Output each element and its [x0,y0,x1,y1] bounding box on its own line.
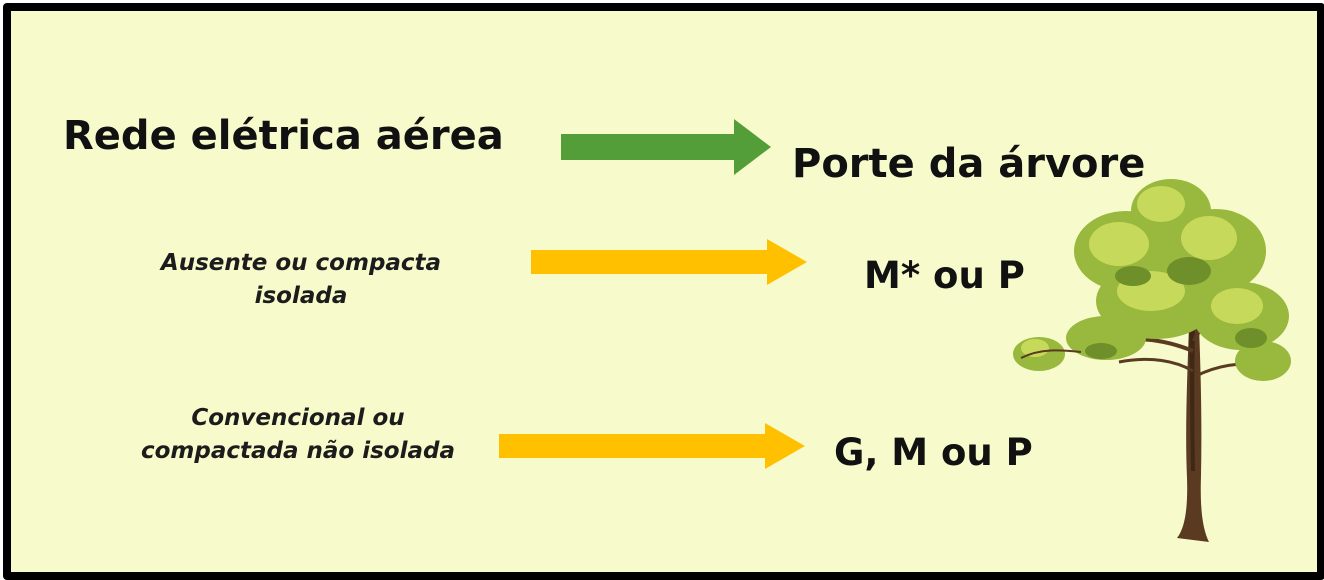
header-right-label: Porte da árvore [792,141,1146,187]
row-1-arrow [531,239,807,285]
row-2-condition-line2: compactada não isolada [141,438,455,464]
diagram-panel: Rede elétrica aérea Porte da árvore Ause… [3,3,1324,580]
row-1-result: M* ou P [864,254,1025,297]
header-left-label: Rede elétrica aérea [63,113,504,159]
row-2-result: G, M ou P [834,431,1033,474]
row-1-condition-line2: isolada [254,283,348,309]
row-1-condition-line1: Ausente ou compacta [160,250,442,276]
row-2-condition-line1: Convencional ou [191,405,405,431]
row-2-condition: Convencional ou compactada não isolada [103,402,493,468]
tree-icon [1013,179,1291,542]
header-arrow [561,119,771,175]
row-2-arrow [499,423,805,469]
row-1-condition: Ausente ou compacta isolada [111,247,491,313]
